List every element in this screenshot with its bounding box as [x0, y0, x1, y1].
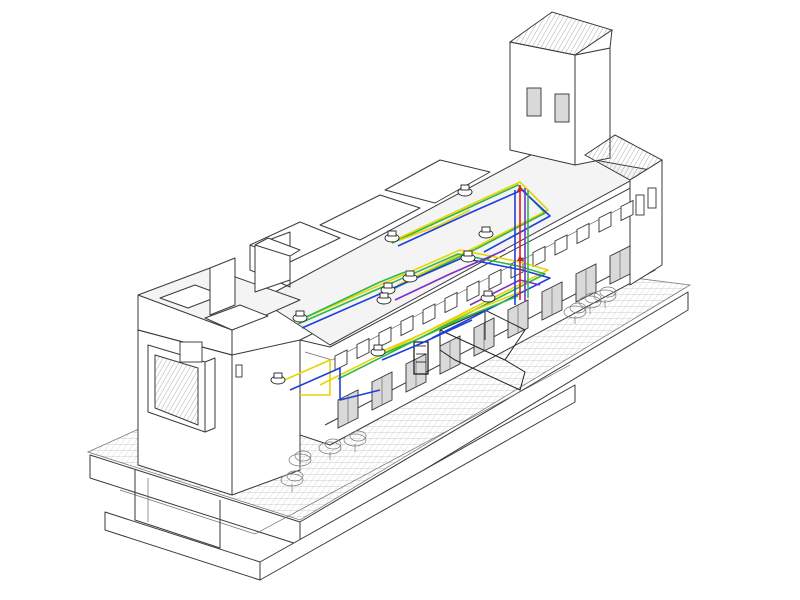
bay-window-glass [154, 354, 199, 426]
plinth-side [299, 291, 689, 546]
upper-window [400, 314, 414, 337]
gable-window-1 [635, 194, 645, 216]
refrigerant-pipe [279, 359, 331, 396]
refrigerant-pipe [377, 295, 519, 357]
street-tree [280, 470, 304, 492]
upper-window [422, 303, 436, 325]
upper-window [532, 245, 546, 268]
flow-arrow [517, 255, 523, 261]
indoor-unit [460, 250, 476, 263]
duct-box-top [439, 309, 526, 361]
base-step-line [119, 364, 571, 535]
roof-parapet-2 [384, 159, 491, 204]
upper-window [488, 268, 502, 291]
piping-network [279, 181, 551, 401]
storefront-openings [337, 245, 631, 429]
upper-window [334, 349, 348, 371]
refrigerant-pipe [289, 367, 381, 401]
left-end-block [137, 231, 301, 496]
lower-level-outline [134, 470, 221, 549]
street-tree [578, 292, 602, 314]
refrigerant-pipe [399, 209, 471, 241]
left-side-window [235, 364, 243, 378]
upper-window [444, 291, 458, 314]
upper-window [620, 199, 634, 222]
indoor-unit [402, 270, 418, 283]
flow-arrow [517, 185, 523, 191]
upper-window [356, 337, 370, 360]
upper-window-row [334, 199, 634, 371]
tower-window-right [554, 93, 570, 123]
indoor-unit [292, 310, 308, 323]
roof-parapet-1 [319, 194, 421, 241]
refrigerant-pipe [379, 291, 521, 353]
bay-window-top [179, 341, 203, 363]
right-gable-wing [584, 134, 663, 286]
street-tree [563, 302, 587, 324]
refrigerant-pipe [299, 249, 549, 386]
street-trees [280, 286, 617, 492]
vertical-riser [413, 341, 429, 375]
roof-box-2 [204, 304, 269, 331]
refrigerant-pipe [301, 257, 551, 339]
gable-window-2 [647, 187, 657, 209]
duct-riser [413, 309, 526, 391]
clock-tower [508, 11, 614, 166]
indoor-unit [478, 226, 494, 239]
base-side-wall [259, 384, 576, 581]
upper-window [598, 211, 612, 233]
tower-roof-side [574, 29, 613, 56]
indoor-unit [457, 184, 473, 197]
upper-window [466, 280, 480, 302]
upper-window [378, 326, 392, 348]
left-upper-block-top [254, 237, 301, 257]
indoor-units [270, 184, 496, 385]
street-tree [343, 430, 367, 452]
left-tall-wall [209, 257, 236, 316]
indoor-unit [376, 292, 392, 305]
street-tree [593, 286, 617, 308]
indoor-unit [270, 372, 286, 385]
street-tree [288, 450, 312, 472]
upper-window [554, 234, 568, 256]
upper-window [576, 222, 590, 245]
street-tree [318, 438, 342, 460]
bay-window-side [204, 357, 216, 433]
refrigerant-pipe [394, 249, 506, 301]
refrigerant-pipe [299, 271, 406, 321]
cornice-line [299, 174, 656, 348]
indoor-unit [480, 290, 496, 303]
indoor-unit [384, 230, 400, 243]
cornice-line-2 [304, 189, 656, 361]
tower-window-left [526, 87, 542, 117]
gable-wing-front [629, 159, 663, 286]
refrigerant-pipe [381, 319, 473, 361]
left-block-side [231, 339, 301, 496]
indoor-unit [370, 344, 386, 357]
